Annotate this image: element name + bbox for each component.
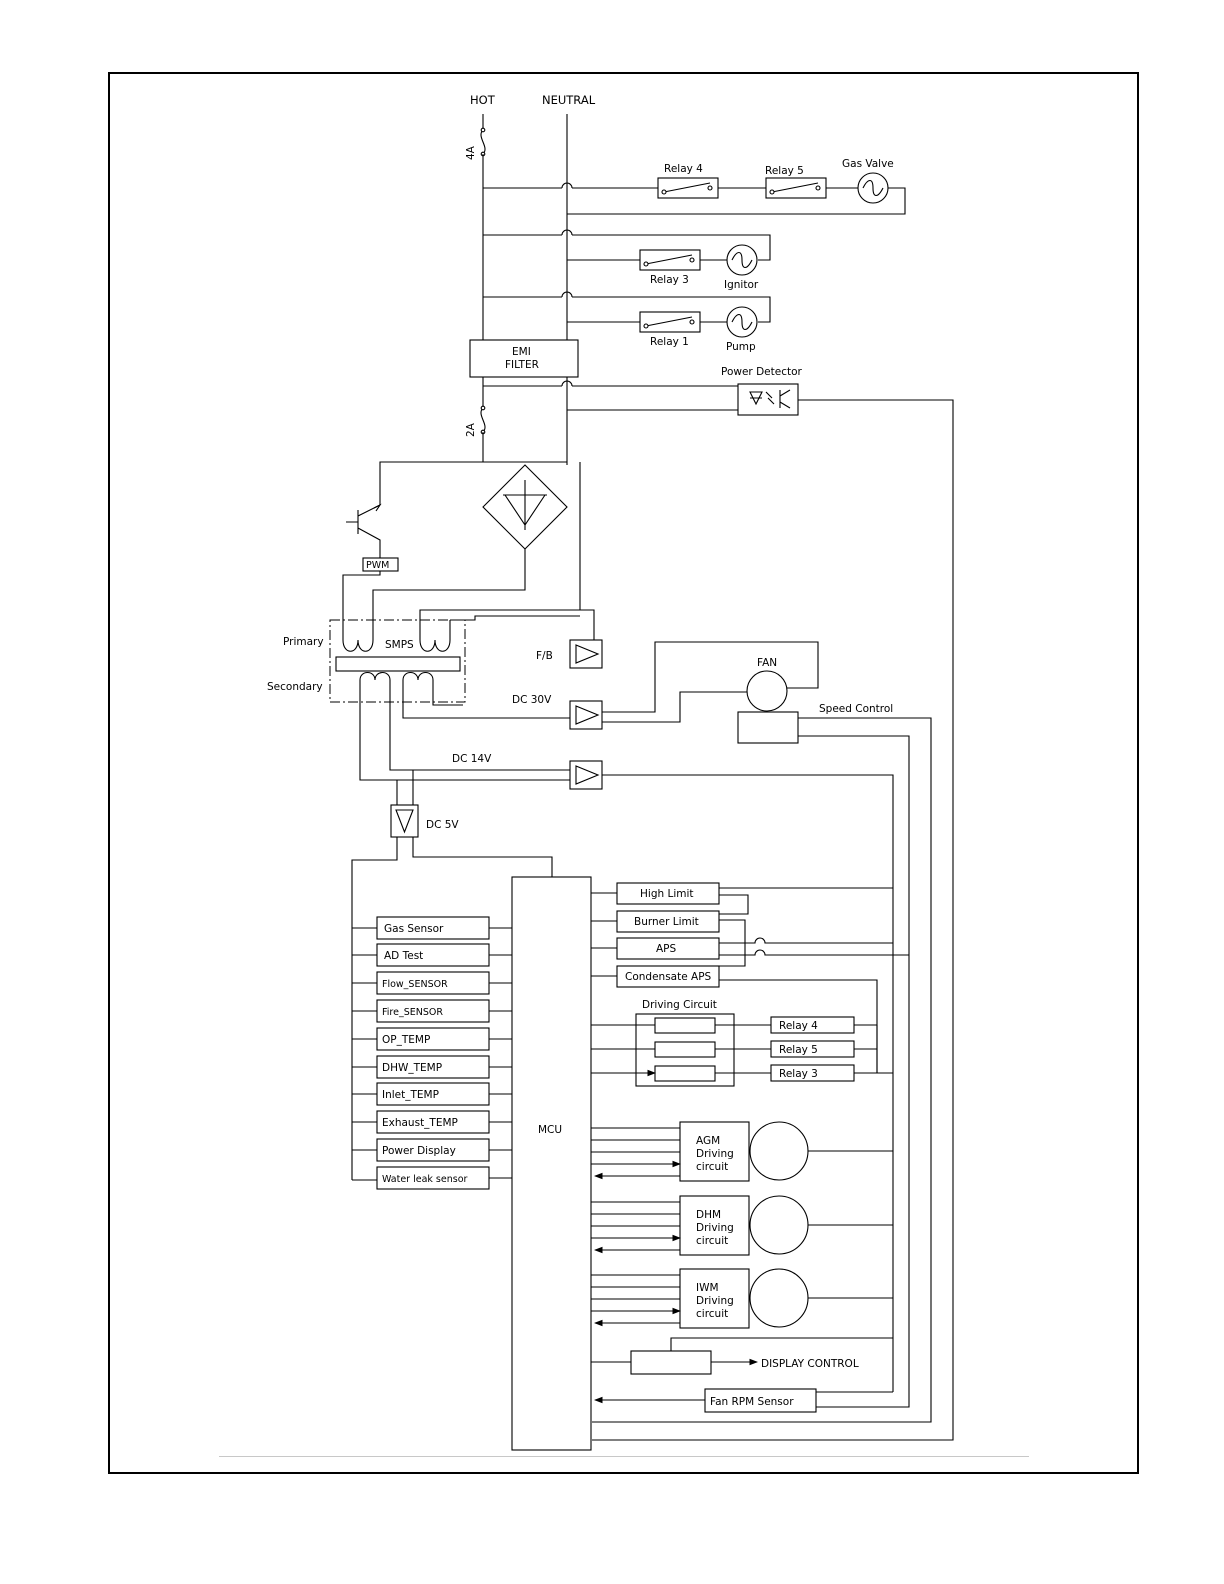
iwm-line1: IWM: [696, 1282, 719, 1294]
fan-rpm-label: Fan RPM Sensor: [710, 1396, 794, 1408]
emi-label-line1: EMI: [512, 346, 531, 358]
ignitor-label: Ignitor: [724, 279, 759, 291]
high-limit-label: High Limit: [640, 888, 694, 900]
input-label-power-display: Power Display: [382, 1145, 456, 1157]
smps-label: SMPS: [385, 639, 414, 651]
agm-line2: Driving: [696, 1148, 734, 1160]
pwm-transistor: [342, 503, 399, 620]
gas-valve-branch: [483, 172, 906, 215]
dhm-line1: DHM: [696, 1209, 721, 1221]
agm-line1: AGM: [696, 1135, 720, 1147]
input-label-inlet-temp: Inlet_TEMP: [382, 1089, 439, 1101]
input-label-flow-sensor: Flow_SENSOR: [382, 979, 448, 990]
dc14-label: DC 14V: [452, 753, 492, 765]
dc30-label: DC 30V: [512, 694, 552, 706]
pwm-label: PWM: [366, 560, 389, 571]
mcu-block: [511, 876, 592, 1451]
agm-line3: circuit: [696, 1161, 728, 1173]
fb-label: F/B: [536, 650, 553, 662]
dhm-line2: Driving: [696, 1222, 734, 1234]
mcu-label: MCU: [538, 1124, 562, 1136]
power-detector: [483, 380, 954, 1441]
aps-label: APS: [656, 943, 677, 955]
pump-branch: [483, 291, 771, 338]
burner-limit-label: Burner Limit: [634, 916, 699, 928]
agm-motor-driver: [591, 1121, 893, 1182]
emi-label-line2: FILTER: [505, 359, 539, 371]
gas-relay5-label: Relay 5: [765, 165, 804, 177]
pump-label: Pump: [726, 341, 756, 353]
condensate-aps-label: Condensate APS: [625, 971, 712, 983]
driving-circuit: [591, 1013, 893, 1087]
input-label-op-temp: OP_TEMP: [382, 1034, 430, 1046]
input-label-fire-sensor: Fire_SENSOR: [382, 1007, 443, 1018]
secondary-label: Secondary: [267, 681, 323, 693]
display-control-label: DISPLAY CONTROL: [761, 1358, 859, 1370]
feedback-amp: [569, 639, 603, 669]
driving-relay3-label: Relay 3: [779, 1068, 818, 1080]
dhm-motor-driver: [591, 1195, 893, 1256]
bridge-rectifier: [372, 461, 581, 620]
iwm-motor-driver: [591, 1268, 893, 1329]
iwm-line3: circuit: [696, 1308, 728, 1320]
input-label-exhaust-temp: Exhaust_TEMP: [382, 1117, 458, 1129]
iwm-line2: Driving: [696, 1295, 734, 1307]
primary-label: Primary: [283, 636, 324, 648]
speed-control-label: Speed Control: [819, 703, 893, 715]
limit-switches: [591, 882, 909, 1073]
hot-line: [480, 114, 486, 462]
fan-rpm-sensor: [593, 1388, 893, 1413]
ignitor-branch: [483, 229, 771, 276]
input-label-ad-test: AD Test: [384, 950, 423, 962]
sensor-inputs: [352, 916, 512, 1190]
driving-circuit-label: Driving Circuit: [642, 999, 717, 1011]
driving-relay4-label: Relay 4: [779, 1020, 818, 1032]
power-detector-label: Power Detector: [721, 366, 803, 378]
dc5-regulator: [351, 804, 553, 1180]
driving-relay5-label: Relay 5: [779, 1044, 818, 1056]
input-label-gas-sensor: Gas Sensor: [384, 923, 444, 935]
hot-label: HOT: [470, 93, 496, 107]
dc5-label: DC 5V: [426, 819, 459, 831]
smps-transformer: [329, 609, 595, 703]
pump-relay1-label: Relay 1: [650, 336, 689, 348]
dc14-rail: [359, 700, 894, 1392]
fuse-4a-label: 4A: [465, 145, 477, 160]
gas-valve-label: Gas Valve: [842, 158, 894, 170]
fuse-2a-label: 2A: [465, 422, 477, 437]
fan-label: FAN: [757, 657, 777, 669]
input-label-dhw-temp: DHW_TEMP: [382, 1062, 442, 1074]
page-frame: [108, 72, 1139, 1474]
fan-motor: [592, 670, 932, 1423]
ignitor-relay3-label: Relay 3: [650, 274, 689, 286]
footer-rule: [219, 1456, 1029, 1457]
neutral-label: NEUTRAL: [542, 93, 596, 107]
dhm-line3: circuit: [696, 1235, 728, 1247]
emi-filter-box: [469, 339, 579, 378]
gas-relay4-label: Relay 4: [664, 163, 703, 175]
dc30-rail: [402, 641, 819, 730]
input-label-water-leak-sensor: Water leak sensor: [382, 1174, 468, 1185]
display-control: [591, 1337, 893, 1375]
